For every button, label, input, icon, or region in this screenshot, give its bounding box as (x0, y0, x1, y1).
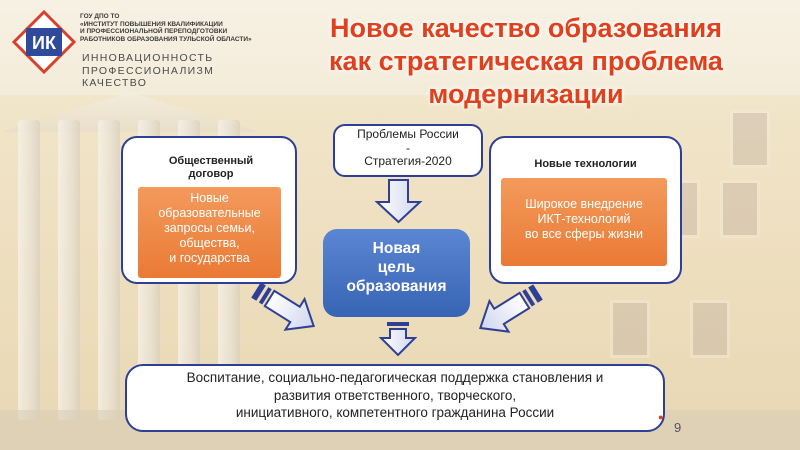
org-line: ГОУ ДПО ТО (80, 13, 120, 20)
content-line: запросы семьи, (164, 221, 255, 235)
content-line: образовательные (158, 206, 261, 220)
content-line: Широкое внедрение (525, 197, 643, 211)
content-line: общества, (179, 236, 240, 250)
arrow-right-diagonal (478, 284, 543, 333)
new-education-goal-box: Новая цель образования (323, 229, 470, 317)
top-box-line: - (406, 140, 410, 155)
arrow-down-top (374, 179, 423, 224)
content-line: ИКТ-технологий (537, 212, 631, 226)
org-line: И ПРОФЕССИОНАЛЬНОЙ ПЕРЕПОДГОТОВКИ (80, 28, 228, 35)
outcome-line: инициативного, компетентного гражданина … (235, 405, 555, 420)
center-line: образования (346, 278, 447, 295)
slide-title: Новое качество образования как стратегич… (270, 12, 782, 111)
social-contract-heading: Общественный договор (168, 155, 254, 180)
page-number: 9 (674, 420, 682, 435)
logo-letters: ИК (32, 33, 57, 53)
center-line: цель (377, 259, 416, 276)
new-technologies-content: Широкое внедрение ИКТ-технологий во все … (501, 178, 667, 266)
content-line: и государства (169, 251, 250, 265)
org-line: «ИНСТИТУТ ПОВЫШЕНИЯ КВАЛИФИКАЦИИ (80, 20, 223, 28)
outcome-line: Воспитание, социально-педагогическая под… (186, 370, 604, 385)
top-box-line: Стратегия-2020 (364, 154, 452, 168)
title-line: как стратегическая проблема (329, 46, 723, 76)
arrow-down-bottom (378, 328, 418, 357)
institute-logo: ИК (12, 10, 76, 74)
content-line: во все сферы жизни (525, 227, 643, 241)
org-line: РАБОТНИКОВ ОБРАЗОВАНИЯ ТУЛЬСКОЙ ОБЛАСТИ» (80, 35, 252, 43)
new-technologies-heading: Новые технологии (534, 158, 637, 170)
institute-name: ГОУ ДПО ТО «ИНСТИТУТ ПОВЫШЕНИЯ КВАЛИФИКА… (80, 13, 280, 43)
title-line: модернизации (428, 79, 624, 109)
social-contract-content: Новые образовательные запросы семьи, общ… (138, 187, 281, 278)
title-line: Новое качество образования (329, 13, 723, 43)
center-line: Новая (372, 240, 421, 257)
arrow-left-diagonal (251, 282, 316, 331)
tagline-line: КАЧЕСТВО (82, 77, 148, 89)
tagline-line: ПРОФЕССИОНАЛИЗМ (82, 64, 215, 77)
outcome-line: развития ответственного, творческого, (273, 387, 517, 403)
top-box-line: Проблемы России (357, 127, 459, 141)
arrow-down-bottom-bar (387, 322, 409, 326)
education-outcome-box: Воспитание, социально-педагогическая под… (125, 364, 665, 432)
problems-russia-box: Проблемы России - Стратегия-2020 (333, 124, 483, 177)
page-marker-icon: ● (658, 412, 664, 422)
institute-tagline: ИННОВАЦИОННОСТЬ ПРОФЕССИОНАЛИЗМ КАЧЕСТВО (82, 52, 272, 90)
tagline-line: ИННОВАЦИОННОСТЬ (82, 52, 214, 64)
content-line: Новые (190, 191, 229, 205)
